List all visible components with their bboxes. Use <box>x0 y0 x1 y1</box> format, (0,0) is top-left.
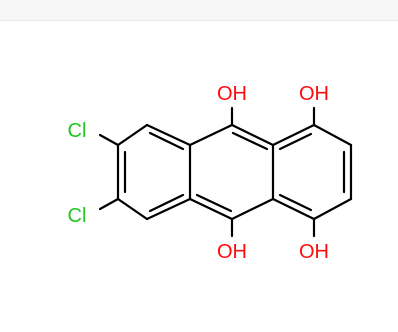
bond-double-c8-c8a-inner <box>148 193 185 213</box>
bond-c3-c4 <box>312 197 353 221</box>
bond-c7-cl <box>98 197 120 211</box>
top-band <box>0 0 398 20</box>
bond-c10-c8a <box>188 197 234 221</box>
bond-c5a-c9 <box>188 123 234 147</box>
oh-label-c1: OH <box>299 83 329 105</box>
top-divider <box>0 20 398 21</box>
atom-labels: OH OH OH OH Cl Cl <box>68 83 329 263</box>
cl-label-c6: Cl <box>68 120 87 142</box>
oh-label-c10: OH <box>217 241 247 263</box>
bond-double-c10-c8a-inner <box>195 193 233 213</box>
bond-c1-c2 <box>312 123 353 147</box>
bond-c10a-c10 <box>230 197 275 221</box>
bond-c7-c8 <box>116 197 149 221</box>
bond-c9-c9a <box>230 123 275 147</box>
bond-c8-c8a <box>145 197 192 221</box>
bond-c9a-c1 <box>271 123 316 147</box>
cl-label-c7: Cl <box>68 205 87 227</box>
bond-double-c1-c9a-inner <box>278 132 313 151</box>
bond-c5a-c6 <box>116 123 149 147</box>
bond-c6-cl <box>98 133 120 147</box>
bond-c4-c10a <box>271 197 316 221</box>
bonds <box>98 106 353 238</box>
oh-label-c4: OH <box>299 241 329 263</box>
bond-double-c4-c10a-inner <box>278 193 313 212</box>
bond-double-c9-c9a-inner <box>231 131 269 151</box>
bond-c5a-c5 <box>145 123 192 147</box>
bond-double-c5-c5a-inner <box>148 131 185 151</box>
oh-label-c9: OH <box>217 83 247 105</box>
